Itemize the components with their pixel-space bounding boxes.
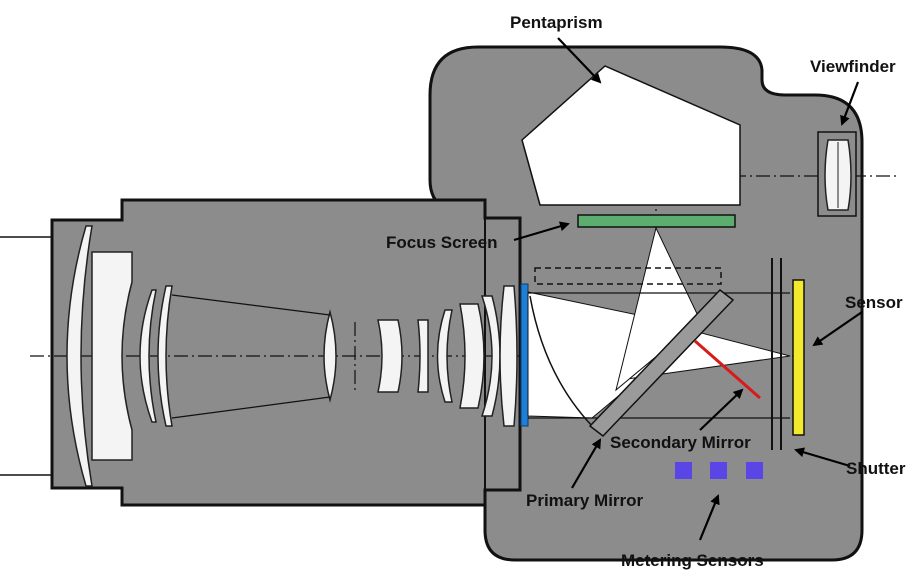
lens-ray-bottom <box>171 396 331 419</box>
pentaprism-internal-line <box>521 139 541 206</box>
sensor-arrow <box>812 311 863 347</box>
lens-element-6 <box>377 319 403 393</box>
metering-sensors-arrow <box>698 494 720 541</box>
metering-sensor-2 <box>710 462 727 479</box>
secondary-mirror <box>694 339 761 400</box>
label-focus-screen: Focus Screen <box>386 233 498 252</box>
lens-element-9 <box>459 303 485 409</box>
label-viewfinder: Viewfinder <box>810 57 896 76</box>
lens-element-5 <box>323 309 337 403</box>
metering-sensor-1 <box>675 462 692 479</box>
lens-element-4 <box>157 285 173 427</box>
label-sensor: Sensor <box>845 293 903 312</box>
lens-element-7 <box>417 319 429 393</box>
lens-element-3 <box>139 289 157 423</box>
label-metering-sensors: Metering Sensors <box>621 551 764 570</box>
primary-mirror-arrow <box>571 438 602 489</box>
image-sensor <box>792 279 805 436</box>
lens-element-10 <box>480 295 501 417</box>
metering-sensor-3 <box>746 462 763 479</box>
primary-mirror <box>588 288 735 438</box>
lens-element-2 <box>91 251 133 461</box>
lens-rear-element <box>520 283 529 427</box>
label-primary-mirror: Primary Mirror <box>526 491 644 510</box>
mirror-up-outline <box>534 267 722 285</box>
lens-element-1 <box>66 225 93 487</box>
lens-element-11 <box>499 285 518 427</box>
shutter-arrow <box>794 447 851 468</box>
secondary-mirror-arrow <box>699 388 744 431</box>
lens-ray-top <box>171 294 331 316</box>
label-shutter: Shutter <box>846 459 906 478</box>
pentaprism-arrow <box>557 37 602 84</box>
primary-mirror-arc <box>529 295 599 433</box>
focus-screen <box>577 214 736 228</box>
focus-screen-arrow <box>513 221 570 242</box>
label-pentaprism: Pentaprism <box>510 13 603 32</box>
viewfinder-arrow <box>840 81 860 126</box>
lens-element-8 <box>436 309 453 403</box>
label-secondary-mirror: Secondary Mirror <box>610 433 751 452</box>
lens-barrel <box>50 198 522 507</box>
